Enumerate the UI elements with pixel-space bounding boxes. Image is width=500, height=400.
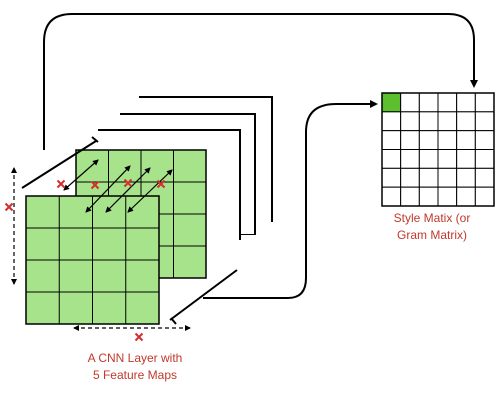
feature-map-1	[25, 195, 160, 325]
gram-cell	[381, 167, 402, 188]
gram-cell	[456, 186, 476, 207]
multiply-marker-stroke	[123, 178, 133, 188]
gram-cell	[381, 186, 402, 207]
cnn-caption-line-1: A CNN Layer with	[87, 351, 183, 365]
gram-cell	[437, 167, 458, 188]
gram-cell	[437, 186, 458, 207]
gram-cell	[474, 186, 495, 207]
gram-cell	[400, 186, 420, 207]
multiply-marker-stroke	[134, 332, 144, 342]
gram-cell	[400, 111, 420, 132]
gram-cell	[418, 92, 439, 113]
multiply-marker	[4, 202, 14, 212]
multiply-marker	[134, 332, 144, 342]
gram-cell	[381, 111, 402, 132]
gram-matrix	[381, 92, 495, 207]
gram-matrix-frame	[381, 92, 495, 207]
gram-cell	[400, 92, 420, 113]
stack-bracket-top	[21, 140, 97, 189]
gram-cell	[437, 92, 458, 113]
gram-cell-highlighted	[381, 92, 402, 113]
gram-cell	[437, 130, 458, 151]
gram-cell	[474, 111, 495, 132]
stack-bracket-bottom	[169, 269, 238, 321]
multiply-markers	[4, 178, 166, 342]
stack-bracket-top-tick	[91, 136, 99, 143]
gram-cell	[474, 149, 495, 169]
gram-cell	[381, 149, 402, 169]
gram-cell	[418, 186, 439, 207]
gram-cell	[418, 167, 439, 188]
gram-cell	[474, 167, 495, 188]
gram-cell	[400, 130, 420, 151]
multiply-marker	[123, 178, 133, 188]
feature-map-back-5	[139, 96, 273, 222]
cnn-caption-line-2: 5 Feature Maps	[92, 368, 178, 382]
multiply-marker	[56, 179, 66, 189]
gram-cell	[437, 149, 458, 169]
gram-cell	[381, 130, 402, 151]
gram-cell	[456, 92, 476, 113]
arrow-stack-to-gram-bottom	[203, 100, 378, 299]
gram-cell	[400, 167, 420, 188]
gram-cell	[456, 130, 476, 151]
gram-cell	[456, 111, 476, 132]
gram-matrix-caption: Style Matix (or Gram Matrix)	[372, 210, 492, 244]
depth-arrow	[127, 169, 173, 213]
gram-caption-line-2: Gram Matrix)	[397, 228, 467, 242]
gram-cell	[418, 130, 439, 151]
gram-cell	[418, 149, 439, 169]
gram-cell	[418, 111, 439, 132]
gram-cell	[474, 130, 495, 151]
gram-cell	[437, 111, 458, 132]
cnn-layer-caption: A CNN Layer with 5 Feature Maps	[40, 350, 230, 384]
depth-arrows	[63, 159, 173, 213]
multiply-marker-stroke	[56, 179, 66, 189]
multiply-marker-stroke	[90, 180, 100, 190]
gram-cell	[456, 149, 476, 169]
gram-caption-line-1: Style Matix (or	[393, 211, 471, 225]
gram-cell	[400, 149, 420, 169]
gram-cell	[456, 167, 476, 188]
multiply-marker	[156, 179, 166, 189]
stack-bracket-bottom-tick	[170, 317, 177, 325]
multiply-marker	[90, 180, 100, 190]
multiply-marker-stroke	[156, 179, 166, 189]
gram-cell	[474, 92, 495, 113]
depth-arrow	[63, 159, 99, 191]
multiply-marker-stroke	[4, 202, 14, 212]
arrow-stack-to-gram-top	[43, 13, 478, 150]
